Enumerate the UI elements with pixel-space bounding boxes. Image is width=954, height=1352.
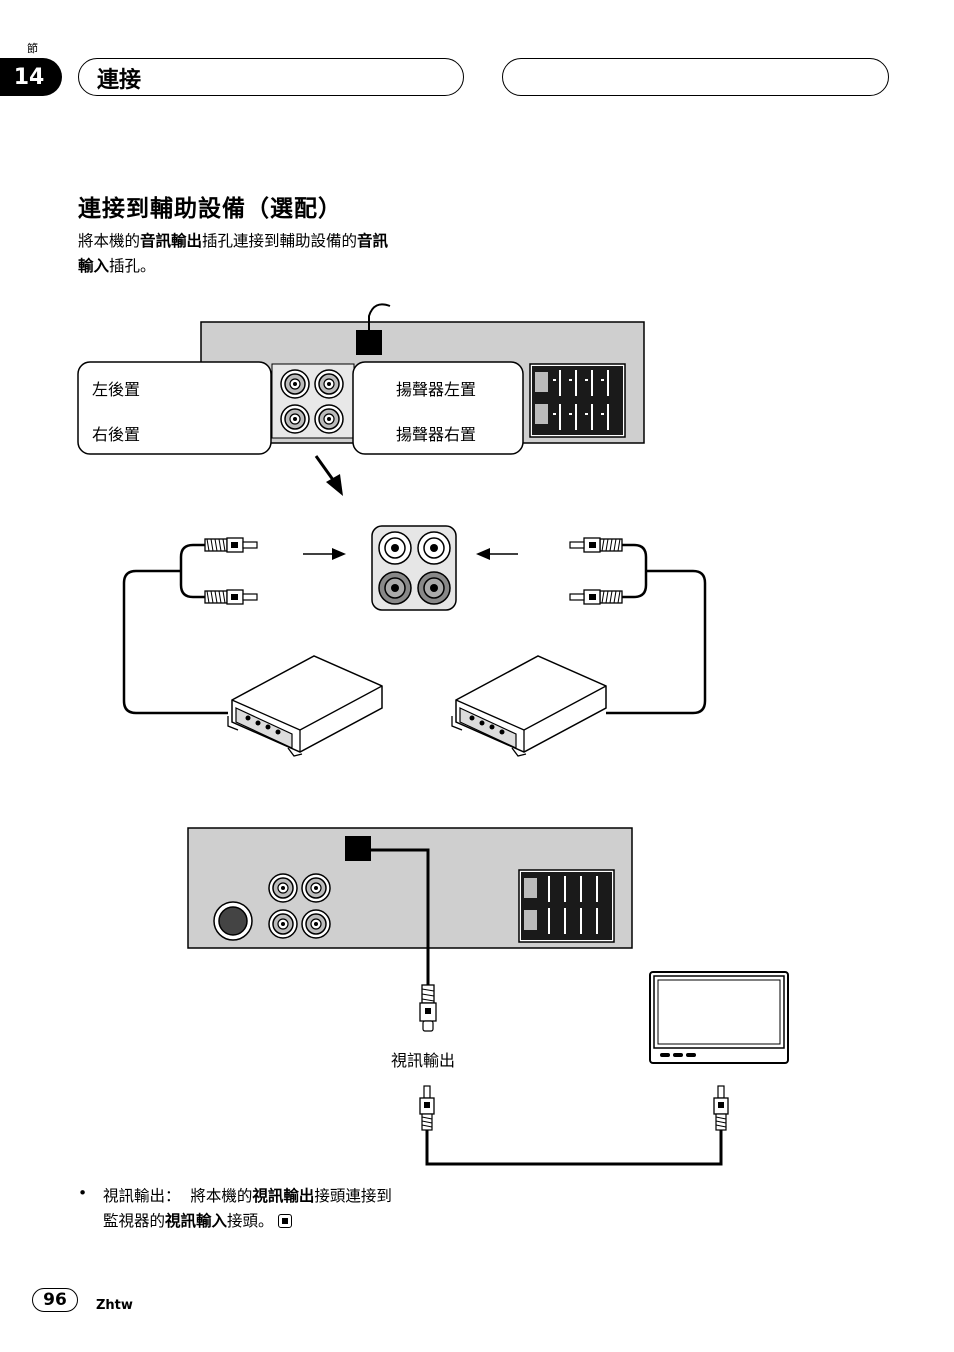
bullet-text-1: 將本機的 — [190, 1187, 253, 1205]
bullet-text-4: 接頭。 — [227, 1212, 274, 1230]
amplifier-right — [451, 655, 607, 757]
intro-bold-input: 輸入 — [78, 257, 110, 275]
rear-output-callout — [77, 361, 272, 455]
bullet-text-2: 接頭連接到 — [314, 1187, 392, 1205]
rear-right-label: 右後置 — [92, 425, 141, 444]
right-rca-cable — [568, 536, 707, 715]
section-number-badge: 14 — [0, 58, 62, 96]
section-title-tab — [78, 58, 464, 96]
intro-bold-audio-out: 音訊輸出 — [140, 232, 203, 250]
end-mark-icon — [277, 1214, 292, 1228]
rca-jack-cluster — [371, 525, 457, 611]
language-code: Zhtw — [96, 1298, 133, 1313]
intro-paragraph: 將本機的音訊輸出插孔連接到輔助設備的音訊輸入插孔。 — [78, 229, 478, 279]
rear-rca-jacks — [271, 363, 355, 439]
intro-text-2: 插孔連接到輔助設備的 — [202, 232, 358, 250]
head-unit-rear-panel-video — [187, 827, 633, 949]
intro-text-1: 將本機的 — [78, 232, 141, 250]
bullet-lead: 視訊輸出： — [103, 1187, 181, 1205]
intro-text-3: 插孔。 — [109, 257, 156, 275]
monitor-icon — [649, 971, 789, 1064]
empty-tab — [502, 58, 889, 96]
rear-left-label: 左後置 — [92, 380, 141, 399]
bullet-text-3: 監視器的 — [103, 1212, 166, 1230]
page-heading: 連接到輔助設備（選配） — [78, 196, 342, 222]
speaker-output-callout — [352, 361, 524, 455]
bullet-bold-video-out: 視訊輸出 — [252, 1187, 315, 1205]
section-label: 節 — [27, 42, 38, 55]
amplifier-left — [227, 655, 383, 757]
right-arrow-icon — [303, 548, 346, 560]
bullet-marker: • — [78, 1184, 88, 1202]
section-title: 連接 — [97, 68, 142, 93]
left-arrow-icon — [476, 548, 518, 560]
left-rca-cable — [122, 536, 259, 715]
speaker-right-label: 揚聲器右置 — [396, 425, 477, 444]
bullet-bold-video-in: 視訊輸入 — [165, 1212, 228, 1230]
speaker-left-label: 揚聲器左置 — [396, 380, 477, 399]
monitor-video-cable — [419, 1085, 729, 1166]
down-arrow-icon — [314, 455, 343, 496]
bullet-text: 視訊輸出： 將本機的視訊輸出接頭連接到監視器的視訊輸入接頭。 — [103, 1184, 543, 1234]
intro-bold-audio: 音訊 — [357, 232, 389, 250]
video-out-label: 視訊輸出 — [391, 1051, 456, 1070]
page-number: 96 — [32, 1288, 78, 1312]
video-out-cable — [371, 848, 437, 1032]
